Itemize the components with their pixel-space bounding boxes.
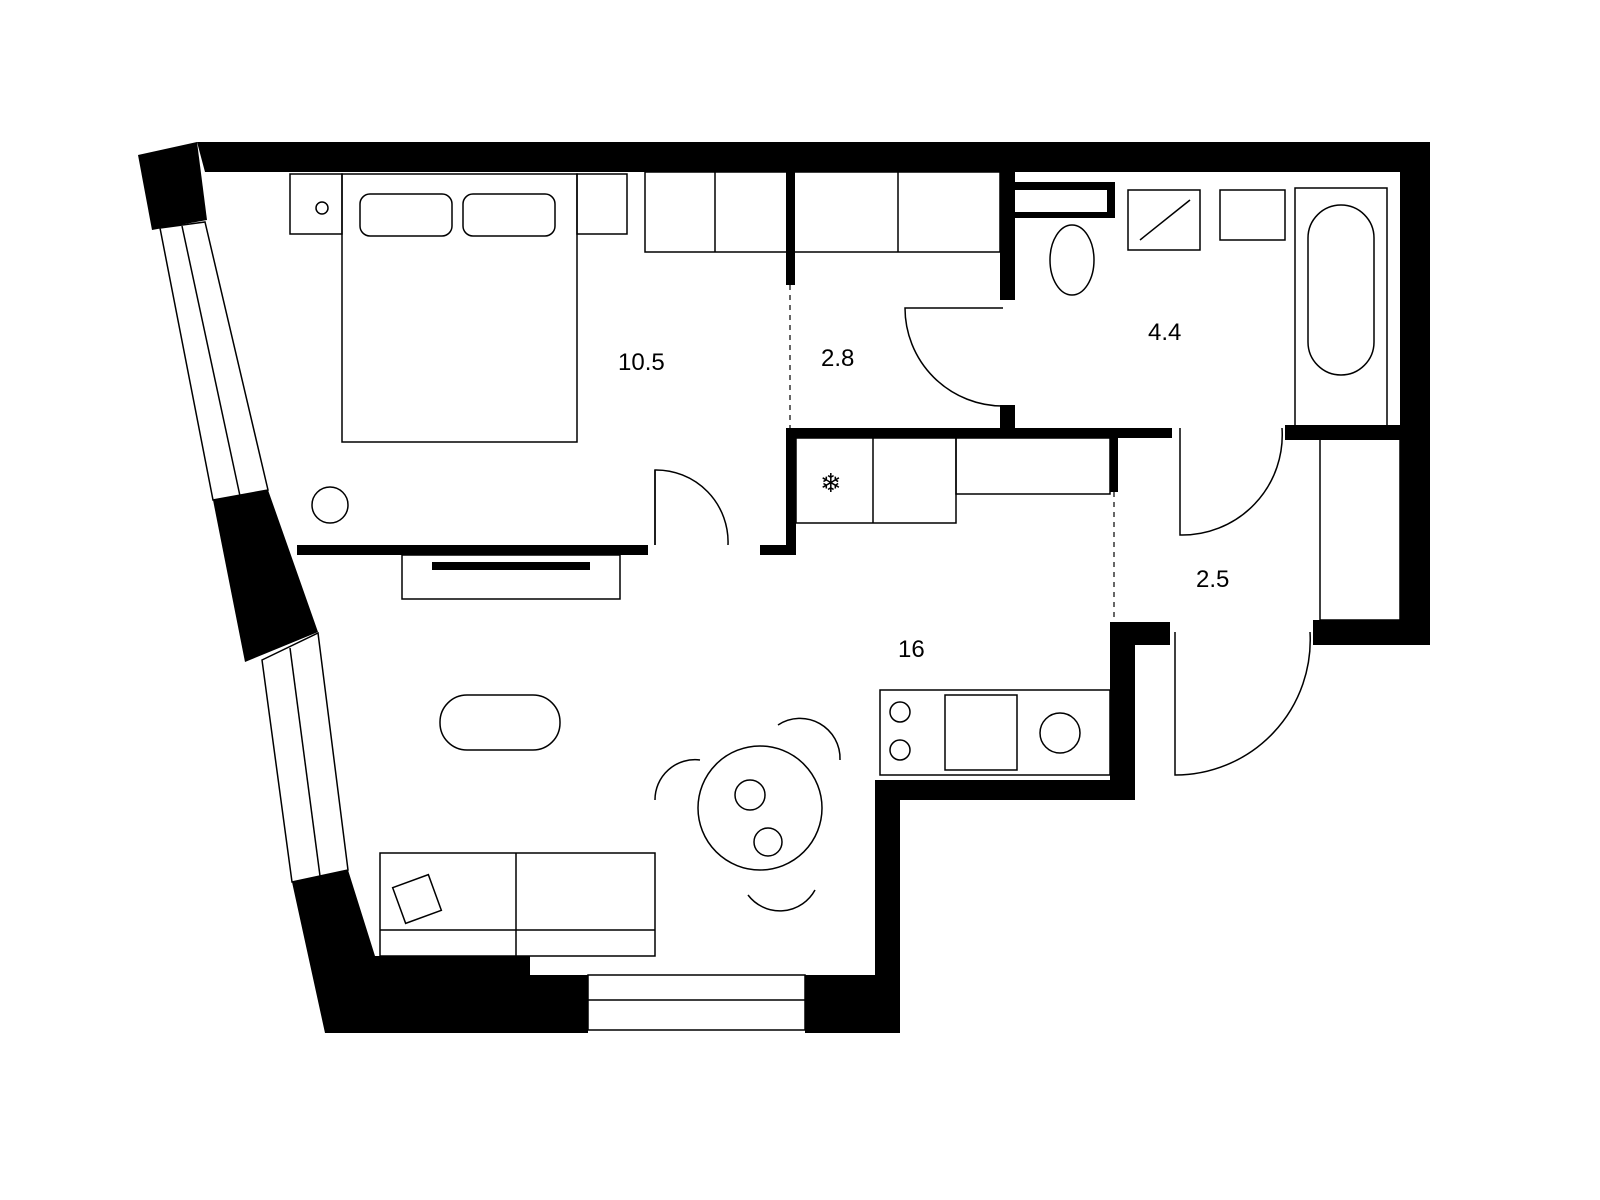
windows <box>159 221 806 1031</box>
area-living-kitchen: 16 <box>898 636 925 663</box>
hall-wardrobe <box>1319 437 1401 621</box>
area-hallway: 2.5 <box>1196 566 1229 593</box>
furniture: ❄ <box>289 171 1401 957</box>
sofa <box>379 852 656 957</box>
area-bedroom: 10.5 <box>618 349 665 376</box>
walls <box>138 142 1430 1033</box>
bathtub <box>1294 187 1388 427</box>
area-wardrobe: 2.8 <box>821 345 854 372</box>
plant <box>311 486 349 524</box>
wardrobe <box>644 171 1001 253</box>
toilet <box>1049 224 1095 296</box>
area-bathroom: 4.4 <box>1148 319 1181 346</box>
dining-table <box>697 745 823 871</box>
doors <box>654 285 1311 776</box>
tv-stand <box>401 554 621 600</box>
sink <box>1219 189 1286 241</box>
bed <box>341 173 578 443</box>
washing-machine <box>1127 189 1201 251</box>
kitchen-counter <box>879 689 1111 776</box>
coffee-table <box>439 694 561 751</box>
snowflake-icon: ❄ <box>820 469 842 499</box>
nightstand <box>289 173 343 235</box>
